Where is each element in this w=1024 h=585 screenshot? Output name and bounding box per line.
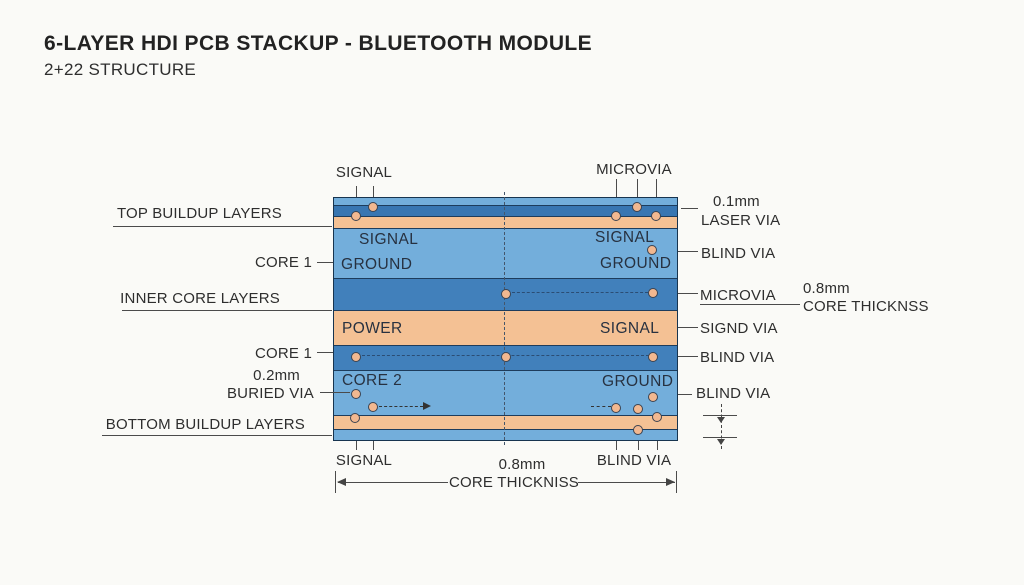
- leader-line: [320, 392, 350, 393]
- layer-text-signal-right: SIGNAL: [595, 229, 655, 246]
- leader-line: [373, 186, 374, 202]
- leader-line: [317, 262, 336, 263]
- label-core-thickness-size-right: 0.8mm: [803, 280, 850, 297]
- layer-text-signal-left: SIGNAL: [359, 231, 419, 248]
- dimension-end-tick: [676, 471, 677, 493]
- leader-line: [660, 293, 698, 294]
- arrow-right-icon: [423, 402, 431, 410]
- label-signal-bottom: SIGNAL: [335, 452, 393, 469]
- via-dot: [633, 404, 643, 414]
- label-inner-core-layers: INNER CORE LAYERS: [120, 290, 280, 307]
- leader-line: [700, 304, 800, 305]
- label-core-thickness-right: CORE THICKNSS: [803, 298, 929, 315]
- label-signd-via: SIGND VIA: [700, 320, 778, 337]
- via-dot: [351, 352, 361, 362]
- leader-line: [102, 435, 332, 436]
- layer-text-ground-right: GROUND: [600, 255, 672, 272]
- leader-line: [317, 352, 338, 353]
- via-dot: [501, 289, 511, 299]
- label-blind-via-2: BLIND VIA: [700, 349, 775, 366]
- leader-line: [122, 310, 332, 311]
- via-dot: [633, 425, 643, 435]
- layer-power-plane: [334, 310, 677, 345]
- arrow-down-icon: [717, 417, 725, 423]
- via-dot: [501, 352, 511, 362]
- leader-line: [681, 208, 698, 209]
- page-subtitle: 2+22 STRUCTURE: [44, 60, 197, 79]
- layer-text-power: POWER: [342, 320, 403, 337]
- label-core1-lower: CORE 1: [254, 345, 312, 362]
- dimension-line: [578, 482, 675, 483]
- layer-text-ground-bottom: GROUND: [602, 373, 674, 390]
- dimension-line: [703, 415, 737, 416]
- via-dot: [368, 202, 378, 212]
- via-dot: [652, 412, 662, 422]
- via-dot: [368, 402, 378, 412]
- layer-top-prepreg: [334, 216, 677, 228]
- leader-line: [660, 356, 698, 357]
- stackup-cross-section: [333, 197, 678, 441]
- via-dot: [651, 211, 661, 221]
- via-dot: [611, 403, 621, 413]
- leader-line: [637, 179, 638, 202]
- label-top-buildup-layers: TOP BUILDUP LAYERS: [116, 205, 282, 222]
- leader-line: [113, 226, 332, 227]
- label-buried-via-size: 0.2mm: [253, 367, 300, 384]
- leader-line: [658, 251, 698, 252]
- label-core1-upper: CORE 1: [254, 254, 312, 271]
- via-dot: [351, 389, 361, 399]
- layer-text-core2: CORE 2: [342, 372, 403, 389]
- label-blind-via-bottom: BLIND VIA: [596, 452, 672, 469]
- arrow-right-icon: [666, 478, 675, 486]
- via-dot: [351, 211, 361, 221]
- label-laser-via: LASER VIA: [701, 212, 781, 229]
- center-axis-dashed-line: [504, 192, 505, 445]
- via-dot: [632, 202, 642, 212]
- via-dot: [648, 288, 658, 298]
- label-blind-via-1: BLIND VIA: [701, 245, 776, 262]
- layer-bottom-prepreg: [334, 415, 677, 429]
- label-buried-via: BURIED VIA: [226, 385, 314, 402]
- bottom-right-dashed-trace: [591, 406, 611, 407]
- label-microvia-right: MICROVIA: [700, 287, 776, 304]
- via-dot: [647, 245, 657, 255]
- page-title: 6-LAYER HDI PCB STACKUP - BLUETOOTH MODU…: [44, 32, 593, 55]
- arrow-down-icon: [717, 439, 725, 445]
- arrow-left-icon: [337, 478, 346, 486]
- label-bottom-buildup-layers: BOTTOM BUILDUP LAYERS: [105, 416, 305, 433]
- via-dot: [611, 211, 621, 221]
- dimension-dashed-line: [721, 404, 722, 449]
- leader-line: [656, 179, 657, 211]
- layer-bottom-outer: [334, 429, 677, 440]
- label-signal-top: SIGNAL: [335, 164, 393, 181]
- dimension-line: [703, 437, 737, 438]
- layer-top-signal-foil: [334, 205, 677, 216]
- dimension-line: [338, 482, 448, 483]
- label-microvia-top: MICROVIA: [596, 161, 672, 178]
- layer-text-signal-plane: SIGNAL: [600, 320, 660, 337]
- microvia-dashed-trace: [512, 292, 648, 293]
- layer-core1-top: [334, 228, 677, 278]
- via-dot: [350, 413, 360, 423]
- dimension-end-tick: [335, 471, 336, 493]
- leader-line: [616, 179, 617, 211]
- via-dot: [648, 392, 658, 402]
- layer-text-ground-left: GROUND: [341, 256, 413, 273]
- label-core-thickness-size-bottom: 0.8mm: [498, 456, 546, 473]
- label-laser-via-size: 0.1mm: [713, 193, 760, 210]
- layer-top-outer: [334, 198, 677, 205]
- label-blind-via-3: BLIND VIA: [696, 385, 771, 402]
- buried-via-arrow-trace: [379, 406, 423, 407]
- via-dot: [648, 352, 658, 362]
- label-core-thickness-bottom: CORE THICKNISS: [448, 474, 580, 491]
